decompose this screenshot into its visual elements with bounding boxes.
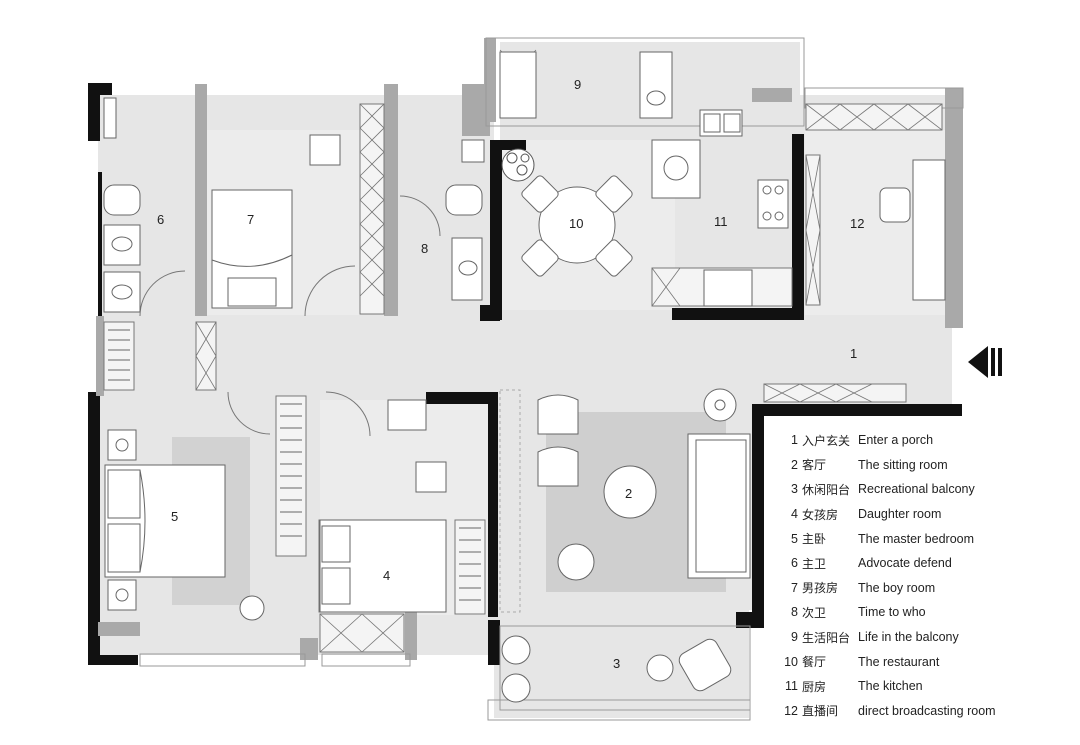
legend-number: 12 (784, 703, 798, 718)
legend-number: 9 (791, 630, 798, 645)
legend-english-label: Recreational balcony (858, 482, 975, 497)
legend-english-label: Life in the balcony (858, 630, 959, 645)
legend-chinese-label: 客厅 (802, 458, 827, 473)
shelf-lines (108, 329, 481, 601)
legend-number: 11 (785, 679, 798, 694)
study-fixtures (879, 159, 946, 301)
wardrobe-hatching (195, 49, 943, 653)
legend-english-label: Time to who (858, 605, 926, 620)
entrance-arrow-icon (968, 346, 1002, 378)
room-number-12: 12 (850, 216, 864, 231)
bathroom-fixtures (103, 97, 485, 313)
bed-daughter (319, 399, 447, 613)
legend-row: 8 次卫 Time to who (784, 600, 1074, 625)
room-number-1: 1 (850, 346, 857, 361)
legend-number: 8 (791, 605, 798, 620)
legend-chinese-label: 休闲阳台 (802, 482, 851, 497)
legend-chinese-label: 生活阳台 (802, 630, 851, 645)
balcony-3-fixtures (501, 635, 732, 703)
legend-number: 5 (791, 531, 798, 546)
legend-row: 11 厨房 The kitchen (784, 674, 1074, 699)
legend-row: 9 生活阳台 Life in the balcony (784, 625, 1074, 650)
legend-number: 6 (791, 556, 798, 571)
room-numbers: 1 2 3 4 5 6 7 8 9 10 11 12 (157, 77, 864, 671)
legend-number: 10 (784, 654, 798, 669)
legend-english-label: The master bedroom (858, 531, 975, 546)
bed-master (104, 429, 265, 621)
legend-english-label: The sitting room (858, 457, 948, 472)
legend-number: 2 (791, 457, 798, 472)
legend-number: 1 (791, 433, 798, 448)
legend-number: 4 (791, 507, 798, 522)
legend-chinese-label: 次卫 (802, 605, 827, 620)
partitions (96, 38, 963, 660)
legend-row: 4 女孩房 Daughter room (784, 502, 1074, 527)
legend-english-label: Daughter room (858, 507, 942, 522)
room-number-6: 6 (157, 212, 164, 227)
legend-chinese-label: 餐厅 (802, 655, 827, 670)
room-number-7: 7 (247, 212, 254, 227)
legend-row: 3 休闲阳台 Recreational balcony (784, 477, 1074, 502)
legend-english-label: direct broadcasting room (858, 703, 996, 718)
legend-chinese-label: 直播间 (802, 704, 839, 719)
legend-chinese-label: 主卫 (802, 556, 827, 571)
room-legend: 1 入户玄关 Enter a porch 2 客厅 The sitting room 3 休闲… (784, 428, 1074, 723)
dining-plant (501, 148, 535, 182)
legend-english-label: The restaurant (858, 654, 940, 669)
room-number-5: 5 (171, 509, 178, 524)
kitchen-fixtures (651, 109, 789, 307)
legend-row: 5 主卧 The master bedroom (784, 526, 1074, 551)
walls (88, 83, 962, 665)
legend-row: 10 餐厅 The restaurant (784, 649, 1074, 674)
legend-chinese-label: 女孩房 (802, 507, 839, 522)
legend-row: 2 客厅 The sitting room (784, 453, 1074, 478)
room-number-8: 8 (421, 241, 428, 256)
dining-set (521, 175, 633, 277)
legend-number: 3 (791, 482, 798, 497)
balcony-9-fixtures (499, 51, 673, 119)
legend-chinese-label: 入户玄关 (802, 433, 851, 448)
legend-row: 1 入户玄关 Enter a porch (784, 428, 1074, 453)
living-fixtures (499, 388, 751, 613)
legend-row: 12 直播间 direct broadcasting room (784, 699, 1074, 724)
legend-english-label: Advocate defend (858, 556, 952, 571)
door-swings (139, 195, 441, 437)
room-number-11: 11 (714, 214, 728, 229)
window-lines (139, 37, 964, 721)
legend-english-label: The boy room (858, 580, 936, 595)
room-number-4: 4 (383, 568, 390, 583)
legend-row: 6 主卫 Advocate defend (784, 551, 1074, 576)
room-number-3: 3 (613, 656, 620, 671)
room-number-9: 9 (574, 77, 581, 92)
room-number-10: 10 (569, 216, 583, 231)
legend-number: 7 (791, 580, 798, 595)
bed-boy (211, 134, 341, 309)
legend-chinese-label: 男孩房 (802, 581, 839, 596)
legend-row: 7 男孩房 The boy room (784, 576, 1074, 601)
legend-chinese-label: 主卧 (802, 532, 827, 547)
legend-english-label: The kitchen (858, 679, 923, 694)
legend-english-label: Enter a porch (858, 433, 934, 448)
room-number-2: 2 (625, 486, 632, 501)
legend-chinese-label: 厨房 (802, 679, 827, 694)
